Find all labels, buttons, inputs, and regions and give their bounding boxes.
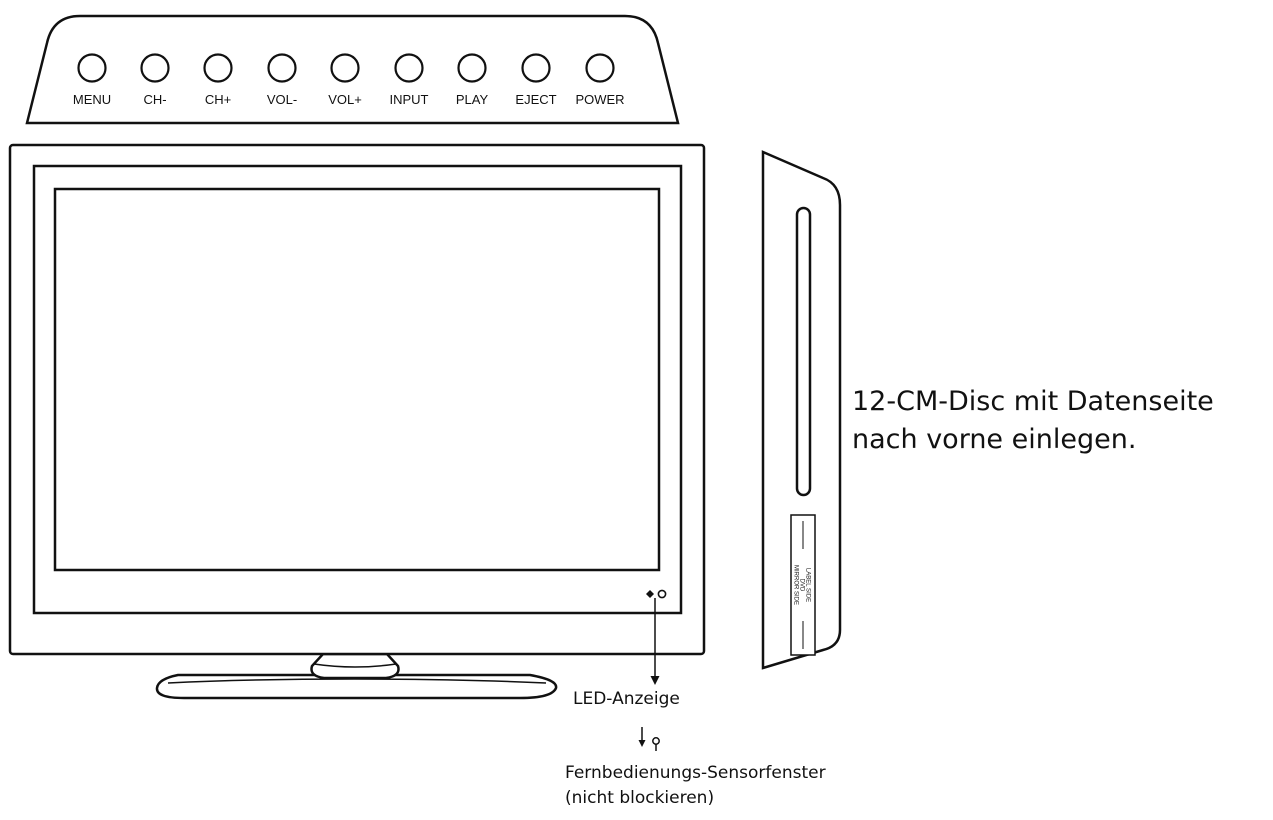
button-label-ch-minus: CH- bbox=[143, 92, 166, 107]
button-label-eject: EJECT bbox=[515, 92, 556, 107]
button-label-play: PLAY bbox=[456, 92, 489, 107]
sensor-label-line-1: Fernbedienungs-Sensorfenster bbox=[565, 763, 826, 783]
button-label-ch-minusplus: CH+ bbox=[205, 92, 231, 107]
button-ch-minusplus[interactable] bbox=[203, 53, 233, 83]
tv-front bbox=[8, 143, 706, 700]
panel-buttons: MENU CH- CH+ VOL- VOL+ INPUT PLAY EJECT POWER bbox=[73, 53, 625, 107]
tv-stand bbox=[155, 652, 558, 700]
disc-instruction-line-1: 12-CM-Disc mit Datenseite bbox=[852, 386, 1214, 417]
disc-label-line-1: LABEL SIDE bbox=[805, 568, 811, 602]
button-label-menu: MENU bbox=[73, 92, 111, 107]
stand-neck bbox=[310, 652, 400, 680]
button-power[interactable] bbox=[585, 53, 615, 83]
button-vol-minus[interactable] bbox=[267, 53, 297, 83]
tv-screen bbox=[53, 187, 661, 572]
button-label-vol-minus: VOL- bbox=[267, 92, 297, 107]
led-label: LED-Anzeige bbox=[573, 689, 680, 709]
button-vol-minusplus[interactable] bbox=[330, 53, 360, 83]
disc-side-label-text: LABEL SIDE DVD MIRROR SIDE bbox=[793, 521, 811, 649]
button-label-vol-minusplus: VOL+ bbox=[328, 92, 362, 107]
stand-neck-line bbox=[313, 663, 397, 668]
top-control-panel: MENU CH- CH+ VOL- VOL+ INPUT PLAY EJECT POWER bbox=[25, 14, 680, 125]
led-indicator-icon bbox=[646, 590, 654, 598]
button-label-input: INPUT bbox=[390, 92, 429, 107]
sensor-arrow-head bbox=[638, 740, 646, 747]
tv-side-view: LABEL SIDE DVD MIRROR SIDE bbox=[761, 150, 842, 670]
button-eject[interactable] bbox=[521, 53, 551, 83]
button-ch-minus[interactable] bbox=[140, 53, 170, 83]
remote-sensor-icon bbox=[657, 589, 667, 599]
button-play[interactable] bbox=[457, 53, 487, 83]
disc-label-line-2: DVD bbox=[799, 579, 805, 592]
disc-slot bbox=[795, 206, 812, 497]
sensor-label-line-2: (nicht blockieren) bbox=[565, 788, 714, 808]
led-arrow-head bbox=[650, 676, 660, 685]
button-label-power: POWER bbox=[575, 92, 624, 107]
sensor-legend-icon bbox=[652, 737, 660, 745]
button-menu[interactable] bbox=[77, 53, 107, 83]
disc-instruction-line-2: nach vorne einlegen. bbox=[852, 424, 1136, 455]
button-input[interactable] bbox=[394, 53, 424, 83]
disc-label-line-3: MIRROR SIDE bbox=[793, 565, 799, 605]
